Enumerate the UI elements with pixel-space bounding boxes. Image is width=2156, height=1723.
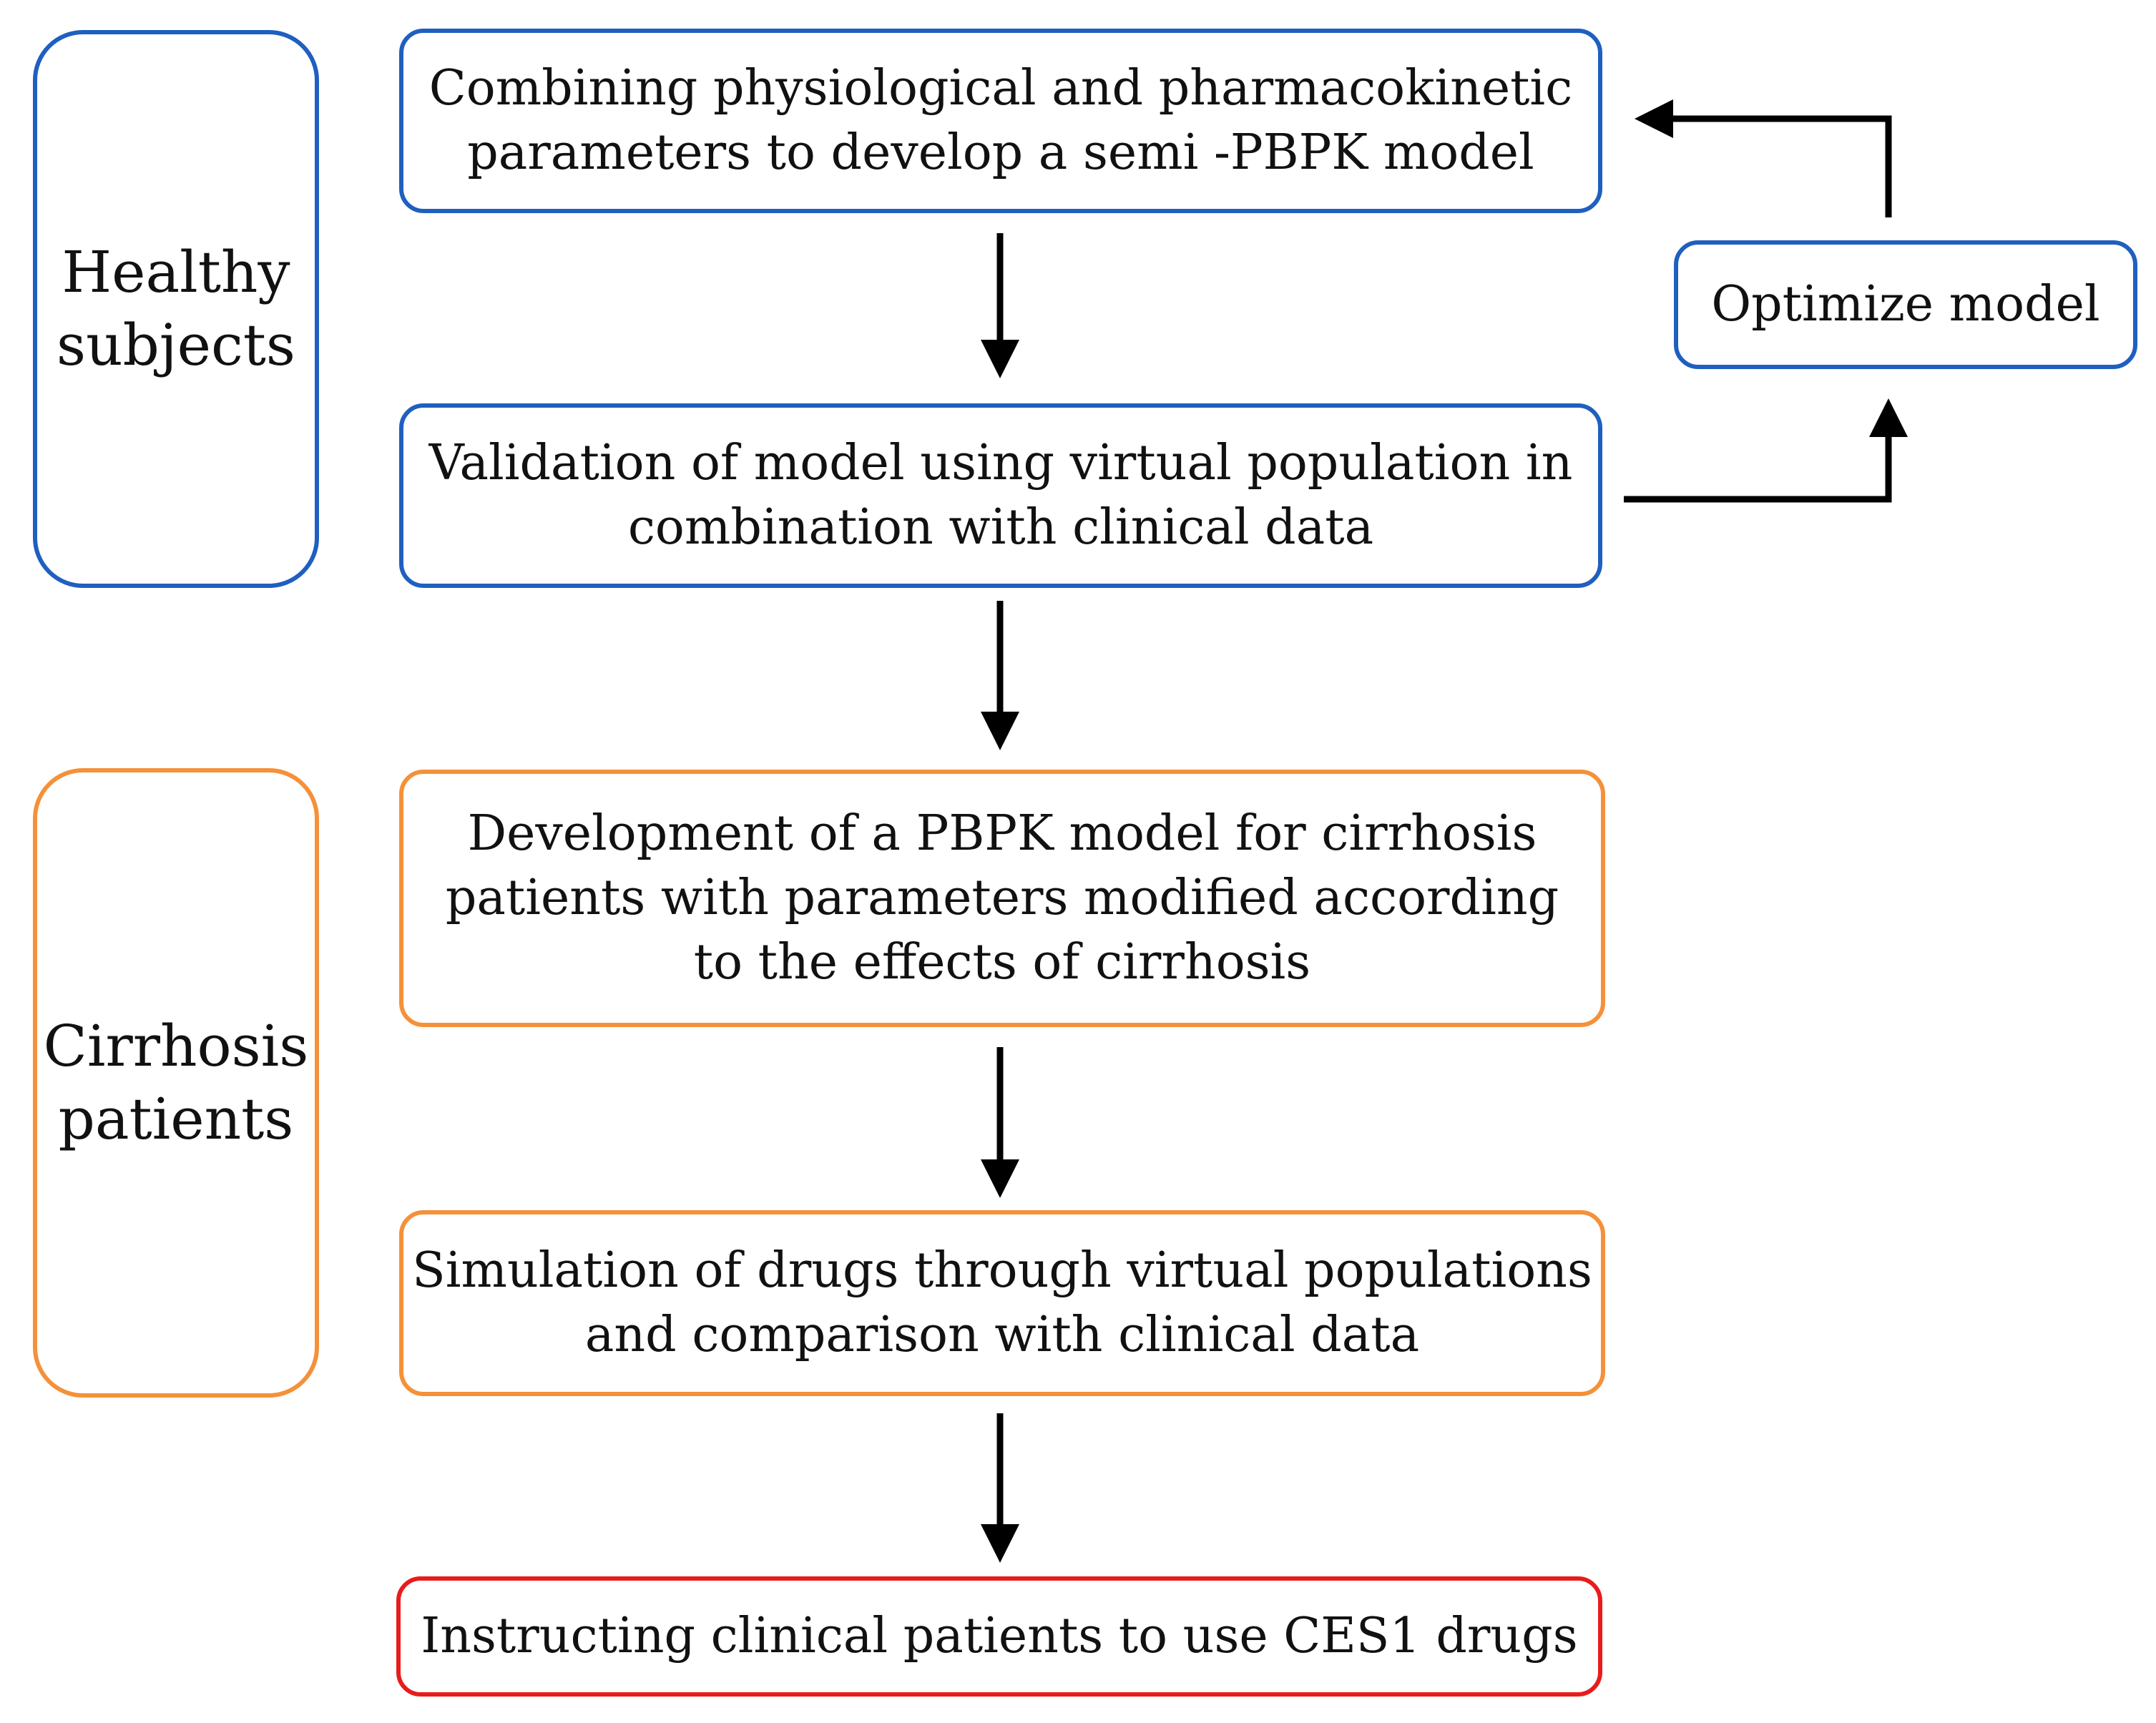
step-instruct-patients: Instructing clinical patients to use CES…	[396, 1576, 1602, 1697]
step-develop-semi-pbpk: Combining physiological and pharmacokine…	[399, 29, 1602, 213]
step-simulate-drugs: Simulation of drugs through virtual popu…	[399, 1210, 1605, 1396]
arrow-optimize-to-combine	[1635, 99, 1892, 217]
cirrhosis-patients-group: Cirrhosis patients	[33, 768, 319, 1398]
step-optimize-model-text: Optimize model	[1711, 276, 2100, 333]
healthy-subjects-group: Healthy subjects	[33, 30, 319, 588]
arrow-validate-to-optimize	[1624, 398, 1908, 503]
step-validate-model: Validation of model using virtual popula…	[399, 403, 1602, 588]
step-cirrhosis-pbpk: Development of a PBPK model for cirrhosi…	[399, 770, 1605, 1027]
step-optimize-model: Optimize model	[1674, 240, 2137, 369]
healthy-subjects-label: Healthy subjects	[57, 239, 295, 378]
step-develop-semi-pbpk-text: Combining physiological and pharmacokine…	[428, 60, 1573, 181]
step-cirrhosis-pbpk-text: Development of a PBPK model for cirrhosi…	[445, 805, 1559, 991]
step-validate-model-text: Validation of model using virtual popula…	[428, 435, 1573, 556]
cirrhosis-patients-label: Cirrhosis patients	[43, 1013, 309, 1152]
step-simulate-drugs-text: Simulation of drugs through virtual popu…	[412, 1242, 1592, 1363]
step-instruct-patients-text: Instructing clinical patients to use CES…	[421, 1608, 1578, 1664]
